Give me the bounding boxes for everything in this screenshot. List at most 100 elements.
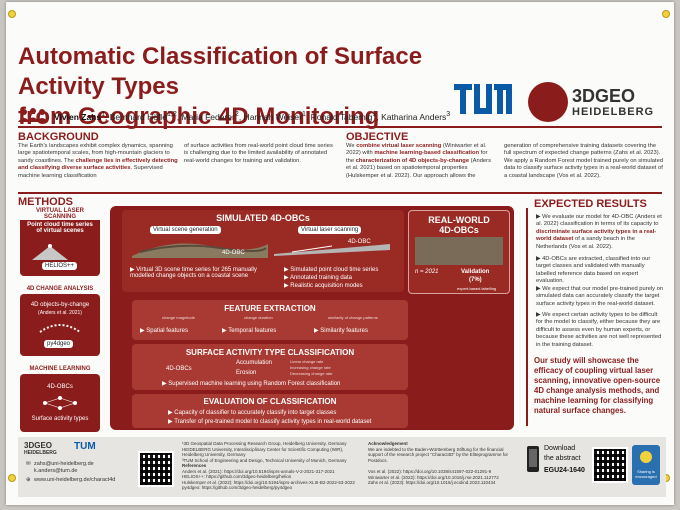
methods-heading: METHODS — [18, 196, 73, 208]
email-icon: ✉ — [26, 461, 31, 467]
helios-tool: HELIOS++ — [42, 262, 78, 270]
class-erosion: Erosion — [236, 370, 257, 376]
author: , Katharina Anders — [376, 111, 447, 122]
divider — [18, 126, 662, 128]
expected-heading: EXPECTED RESULTS — [534, 198, 647, 210]
cls-bullet: ▶ Supervised machine learning using Rand… — [162, 381, 341, 387]
ml-label: MACHINE LEARNING — [20, 366, 100, 372]
change-cite: (Anders et al. 2021) — [38, 310, 82, 316]
reference: py4dgeo: https://github.com/3dgeo-heidel… — [182, 485, 293, 490]
text: 4D-OBCs are extracted, classified into o… — [536, 256, 651, 285]
text: Spatial features — [146, 328, 188, 334]
point-cloud-image — [274, 244, 390, 256]
qr-code — [138, 451, 174, 487]
affiliation-1: ¹3D Geospatial Data Processing Research … — [182, 441, 347, 446]
feature-2: ▶ Temporal features — [222, 328, 277, 334]
sim-bullet-1: ▶ Virtual 3D scene time series for 265 m… — [130, 267, 257, 279]
real-world-block: REAL-WORLD 4D-OBCs n = 2021 Validation (… — [408, 210, 510, 294]
real-n: n = 2021 — [415, 269, 439, 275]
scene-generation-label: Virtual scene generation — [150, 226, 221, 234]
sharing-icon — [640, 451, 652, 463]
reference: Winiwarter et al. (2022): https://doi.or… — [368, 474, 499, 480]
classification-title: SURFACE ACTIVITY TYPE CLASSIFICATION — [185, 348, 355, 357]
conclusion: Our study will showcase the efficacy of … — [534, 356, 661, 415]
email-1: zahs@uni-heidelberg.de — [34, 461, 94, 467]
download-label-1: Download — [544, 445, 576, 452]
cls-obc: 4D-OBCs — [166, 366, 192, 372]
background-heading: BACKGROUND — [18, 131, 99, 143]
title-line-2: from Geographic 4D Monitoring — [18, 103, 380, 130]
ack-text: We are indebted to the Baden-Württemberg… — [368, 446, 509, 463]
abstract-qr-code — [592, 447, 628, 483]
ack-heading: Acknowledgement — [368, 441, 408, 446]
class-accumulation: Accumulation — [236, 360, 273, 366]
email-2: k.anders@tum.de — [34, 468, 78, 474]
objective-text-2: generation of comprehensive training dat… — [504, 143, 664, 179]
feature-sub-2: change duration — [244, 315, 273, 320]
reference: Zahs et al. (2023): https://doi.org/10.1… — [368, 480, 496, 485]
reference: HELIOS++: https://github.com/3dgeo-heide… — [182, 474, 292, 479]
expected-bullet-1: ▶ We evaluate our model for 4D-OBC (Ande… — [536, 214, 662, 250]
text: We expect certain activity types to be d… — [536, 312, 662, 348]
references-heading: References — [182, 463, 207, 468]
emphasis: characterization of 4D objects-by-change — [355, 157, 470, 164]
text: We — [346, 143, 357, 149]
rate-decreasing: Decreasing change rate — [290, 371, 333, 376]
text: . Supervised machine learning classifica… — [18, 165, 163, 179]
feature-block: FEATURE EXTRACTION change magnitude chan… — [132, 300, 408, 340]
validation-percent: (7%) — [469, 277, 482, 283]
pin-icon — [8, 10, 16, 18]
feature-title: FEATURE EXTRACTION — [224, 304, 316, 313]
people-icon — [18, 108, 48, 122]
affil-sup: 3 — [446, 110, 451, 118]
classification-block: SURFACE ACTIVITY TYPE CLASSIFICATION 4D-… — [132, 344, 408, 390]
eval-bullet-1: ▶ Capacity of classifier to accurately c… — [168, 410, 337, 416]
author-list: Vivien Zahs1, Bernhard Höfle1,2, Maria F… — [54, 110, 524, 122]
real-world-title-2: 4D-OBCs — [439, 225, 479, 235]
pin-icon — [662, 10, 670, 18]
beach-image — [415, 237, 503, 265]
footer-3dgeo-sub: HEIDELBERG — [24, 450, 57, 456]
expected-bullet-2: ▶ 4D-OBCs are extracted, classified into… — [536, 256, 651, 285]
evaluation-title: EVALUATION OF CLASSIFICATION — [203, 397, 337, 406]
expected-bullet-3: ▶ We expect that our model pre-trained p… — [536, 286, 664, 307]
vls-label: VIRTUAL LASER SCANNING — [20, 208, 100, 220]
change-analysis-card: 4D CHANGE ANALYSIS 4D objects-by-change … — [20, 286, 100, 356]
text: Similarity features — [320, 328, 368, 334]
author: , Maria Federer — [176, 111, 235, 122]
point-cloud-icon — [39, 324, 81, 333]
change-text: 4D objects-by-change — [30, 302, 90, 308]
footer: 3DGEO HEIDELBERG TUM ✉ zahs@uni-heidelbe… — [18, 437, 666, 497]
globe-icon — [528, 82, 568, 122]
text: Transfer of pre-trained model to classif… — [174, 419, 372, 425]
rate-increasing: Increasing change rate — [290, 365, 331, 370]
expert-note: expert-based labelling — [457, 286, 497, 291]
objective-text-1: We combine virtual laser scanning (Winiw… — [346, 143, 496, 180]
footer-tum-logo: TUM — [74, 441, 96, 452]
text: for the — [346, 150, 488, 164]
text: (Winiwarter et al. 2022) with — [346, 143, 487, 157]
reference: Vos et al. (2022): https://doi.org/10.10… — [368, 469, 492, 474]
emphasis: discriminate surface activity types in a… — [536, 228, 657, 243]
author: , Bernhard Höfle — [105, 111, 167, 122]
sharing-badge: Sharing is encouraged — [632, 445, 660, 485]
poster-title: Automatic Classification of Surface Acti… — [18, 42, 478, 132]
text: The Earth's landscapes exhibit complex d… — [18, 143, 173, 164]
text: Supervised machine learning using Random… — [168, 381, 341, 387]
divider — [18, 192, 662, 194]
sharing-label: Sharing is encouraged — [635, 469, 657, 479]
footer-url: www.uni-heidelberg.de/charact4d — [34, 477, 116, 483]
text: We evaluate our model for 4D-OBC (Anders… — [536, 214, 662, 228]
footer-3dgeo-logo: 3DGEO — [24, 441, 53, 450]
egu-code: EGU24-1640 — [544, 467, 585, 474]
feature-1: ▶ Spatial features — [140, 328, 188, 334]
sim-bullet-2: ▶ Simulated point cloud time series — [284, 267, 379, 273]
vls-card: VIRTUAL LASER SCANNING Point cloud time … — [20, 208, 100, 276]
background-text-1: The Earth's landscapes exhibit complex d… — [18, 143, 178, 180]
text: (Anders et al. 2021) based on spatiotemp… — [346, 157, 491, 179]
simulated-block: SIMULATED 4D-OBCs Virtual scene generati… — [122, 210, 404, 292]
simulated-title: SIMULATED 4D-OBCs — [216, 213, 310, 223]
pin-icon — [8, 474, 16, 482]
evaluation-block: EVALUATION OF CLASSIFICATION ▶ Capacity … — [132, 394, 408, 428]
eval-bullet-2: ▶ Transfer of pre-trained model to class… — [168, 419, 372, 425]
